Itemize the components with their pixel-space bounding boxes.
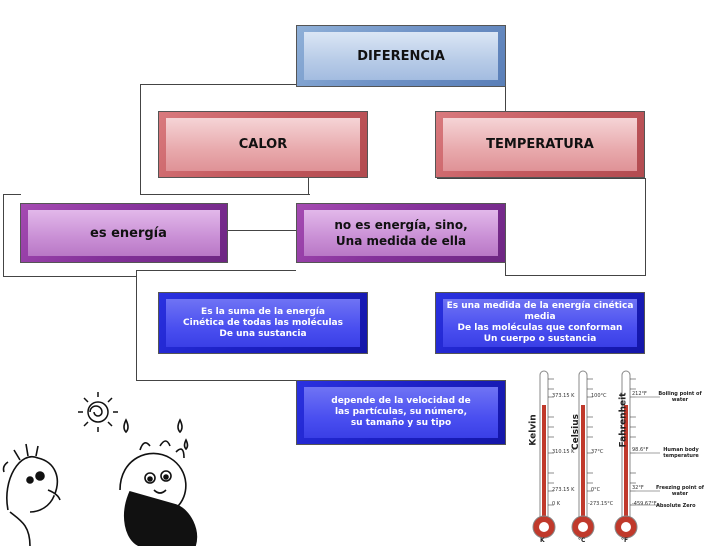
connector	[505, 275, 646, 276]
temperatura-definition-label: Es una medida de la energía cinética med…	[446, 301, 634, 344]
thermometer-panel: Kelvin Celsius Fahrenheit 373.15 K 310.1…	[510, 365, 728, 546]
cartoon-illustration	[2, 392, 197, 546]
celsius-label: 37°C	[591, 449, 604, 455]
calor-definition-label: Es la suma de la energía Cinética de tod…	[183, 306, 343, 339]
connector	[136, 270, 296, 271]
connector	[140, 84, 296, 85]
celsius-thermometer	[571, 370, 595, 539]
fahrenheit-label: 32°F	[632, 485, 644, 491]
boiling-annotation: Boiling point of water	[658, 391, 702, 403]
root-node: DIFERENCIA	[296, 25, 506, 87]
fahrenheit-label: 98.6°F	[632, 447, 649, 453]
kelvin-label: 373.15 K	[552, 393, 575, 399]
celsius-label: 0°C	[591, 487, 601, 493]
connector	[228, 230, 296, 231]
no-es-energia-node: no es energía, sino, Una medida de ella	[296, 203, 506, 263]
root-label: DIFERENCIA	[357, 48, 445, 64]
es-energia-label: es energía	[90, 225, 167, 241]
depende-node: depende de la velocidad de las partícula…	[296, 380, 506, 445]
celsius-label: -273.15°C	[588, 501, 614, 507]
connector	[3, 194, 4, 276]
es-energia-node: es energía	[20, 203, 228, 263]
body-temp-annotation: Human body temperature	[663, 447, 699, 459]
fahrenheit-scale-name: Fahrenheit	[618, 392, 629, 448]
temperatura-label: TEMPERATURA	[486, 137, 594, 152]
person-right-icon	[119, 418, 197, 546]
fahrenheit-label: -459.67°F	[632, 501, 657, 507]
calor-node: CALOR	[158, 111, 368, 178]
connector	[645, 178, 646, 275]
freezing-annotation: Freezing point of water	[656, 485, 704, 497]
scale-ticks	[548, 378, 660, 506]
kelvin-label: 310.15 K	[552, 449, 575, 455]
calor-label: CALOR	[238, 137, 288, 152]
kelvin-thermometer	[532, 370, 556, 539]
fahrenheit-thermometer	[614, 370, 638, 539]
connector	[140, 84, 141, 194]
calor-definition-node: Es la suma de la energía Cinética de tod…	[158, 292, 368, 354]
connector	[3, 194, 21, 195]
connector	[136, 380, 296, 381]
kelvin-scale-name: Kelvin	[528, 414, 539, 446]
kelvin-unit: K	[540, 537, 545, 544]
thermometers-graphic	[532, 370, 660, 539]
kelvin-label: 273.15 K	[552, 487, 575, 493]
kelvin-label: 0 K	[552, 501, 561, 507]
celsius-scale-name: Celsius	[571, 414, 581, 450]
no-es-energia-label: no es energía, sino, Una medida de ella	[334, 218, 468, 248]
connector	[136, 270, 137, 380]
depende-label: depende de la velocidad de las partícula…	[331, 396, 471, 428]
connector	[140, 194, 310, 195]
celsius-unit: °C	[578, 537, 586, 544]
sun-icon	[78, 392, 118, 432]
connector	[308, 178, 309, 195]
celsius-label: 100°C	[591, 393, 607, 399]
connector	[3, 276, 136, 277]
temperatura-definition-node: Es una medida de la energía cinética med…	[435, 292, 645, 354]
absolute-zero-annotation: Absolute Zero	[656, 503, 696, 509]
connector	[505, 84, 506, 111]
person-left-icon	[2, 443, 61, 546]
fahrenheit-unit: °F	[621, 537, 629, 544]
connector	[437, 178, 645, 179]
connector	[505, 262, 506, 276]
temperatura-node: TEMPERATURA	[435, 111, 645, 178]
fahrenheit-label: 212°F	[632, 391, 647, 397]
